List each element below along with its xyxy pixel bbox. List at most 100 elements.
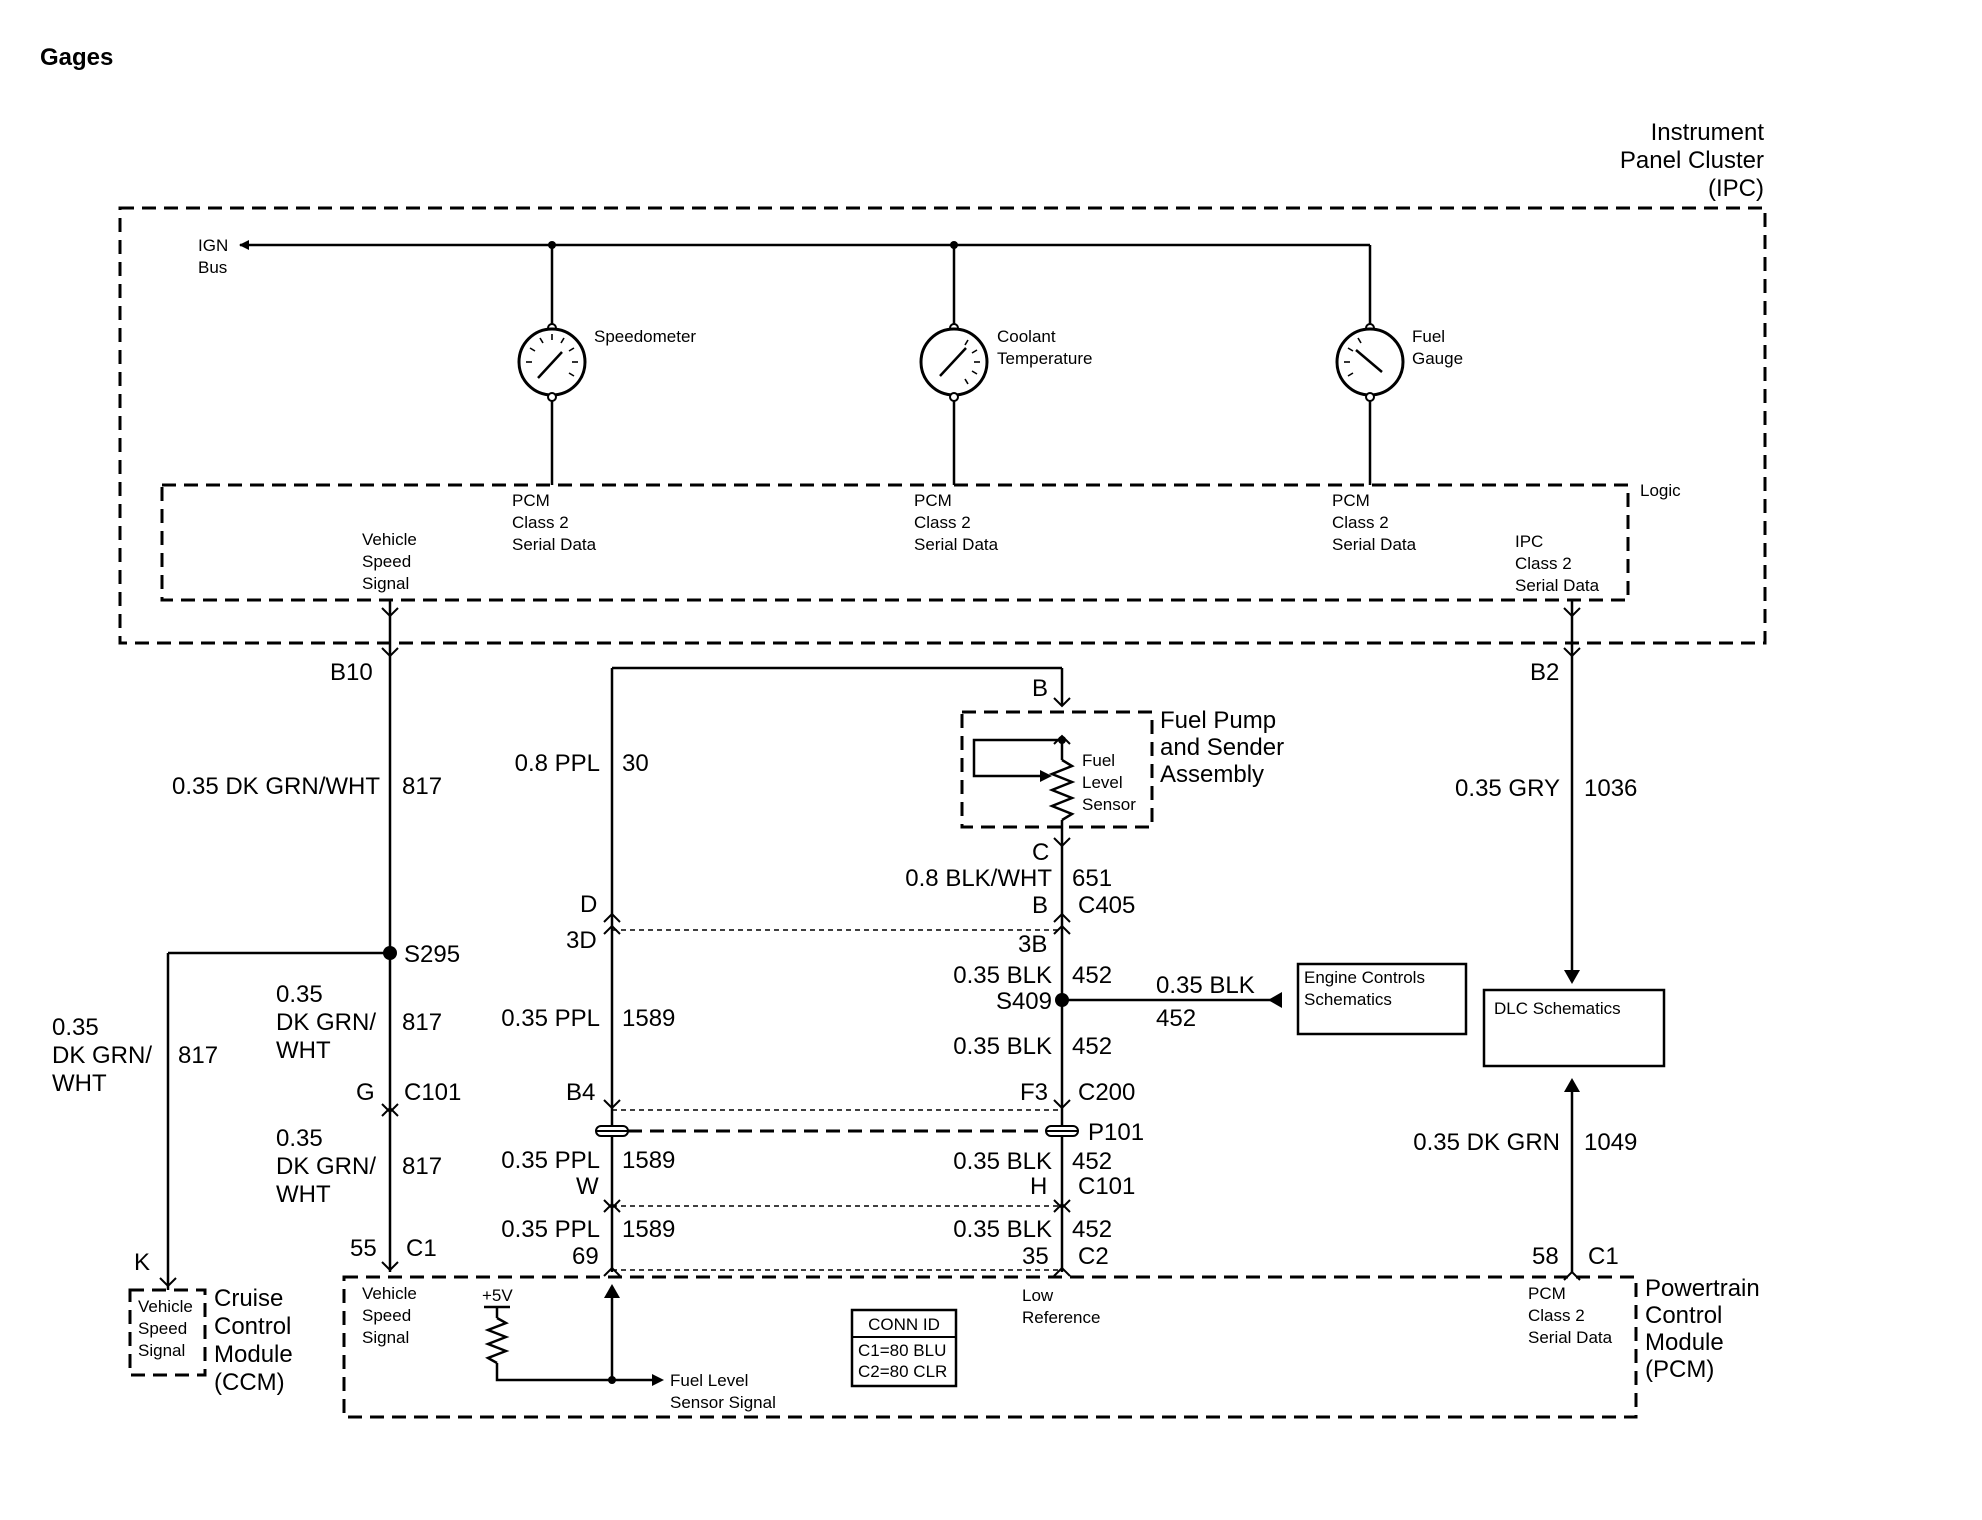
- wire-817b-line2: DK GRN/: [276, 1009, 376, 1036]
- fuel-level-signal-line1: Fuel Level: [670, 1371, 748, 1390]
- ccm-wire-line1: 0.35: [52, 1014, 99, 1041]
- ccm-vss-line3: Signal: [138, 1341, 185, 1360]
- ign-bus-label-line2: Bus: [198, 258, 227, 277]
- pcm-data-3-line1: PCM: [1332, 491, 1370, 510]
- pin-3b: 3B: [1018, 931, 1047, 958]
- pin-b-top: B: [1032, 675, 1048, 702]
- speedometer-gauge: Speedometer: [517, 245, 696, 485]
- wire-817c-line2: DK GRN/: [276, 1153, 376, 1180]
- wire-1036-serial-data: B2 0.35 GRY 1036: [1455, 600, 1637, 984]
- cruise-control-module: Vehicle Speed Signal Cruise Control Modu…: [128, 1285, 293, 1396]
- pin-b-c405: B: [1032, 892, 1048, 919]
- dlc-schematics-ref[interactable]: DLC Schematics: [1482, 988, 1666, 1068]
- ccm-name-line4: (CCM): [214, 1369, 285, 1396]
- fuel-pump-label-line3: Assembly: [1160, 761, 1264, 788]
- wire-452d-number: 452: [1072, 1216, 1112, 1243]
- ccm-wire-line3: WHT: [52, 1070, 107, 1097]
- pin-69: 69: [572, 1243, 599, 1270]
- pcm-data-2-line1: PCM: [914, 491, 952, 510]
- pcm-vss-line2: Speed: [362, 1306, 411, 1325]
- connector-c405: C405: [1078, 892, 1135, 919]
- wire-452c-number: 452: [1072, 1148, 1112, 1175]
- fuel-pump-label-line2: and Sender: [1160, 734, 1284, 761]
- pin-w: W: [576, 1173, 599, 1200]
- pcm-data-3-line3: Serial Data: [1332, 535, 1417, 554]
- wire-ppl-fuel-level: 0.8 PPL 30 D 3D 0.35 PPL 1589 B4 0.35 PP…: [501, 666, 1062, 1277]
- ipc-serial-data-line2: Class 2: [1515, 554, 1572, 573]
- ccm-wire-line2: DK GRN/: [52, 1042, 152, 1069]
- wire-452d-gauge: 0.35 BLK: [953, 1216, 1052, 1243]
- pcm-serial-data-line2: Class 2: [1528, 1306, 1585, 1325]
- wire-651-gauge: 0.8 BLK/WHT: [905, 865, 1052, 892]
- wire-817-gauge: 0.35 DK GRN/WHT: [172, 773, 380, 800]
- coolant-label-line2: Temperature: [997, 349, 1092, 368]
- wire-1049-number: 1049: [1584, 1129, 1637, 1156]
- pin-d: D: [580, 891, 597, 918]
- splice-s295: S295: [404, 941, 460, 968]
- pcm-name-line4: (PCM): [1645, 1356, 1714, 1383]
- ccm-vss-line1: Vehicle: [138, 1297, 193, 1316]
- ipc-name-line2: Panel Cluster: [1620, 147, 1764, 174]
- fuel-level-sensor-line3: Sensor: [1082, 795, 1136, 814]
- wire-817b-line1: 0.35: [276, 981, 323, 1008]
- ipc-vss-line3: Signal: [362, 574, 409, 593]
- pin-b2: B2: [1530, 659, 1559, 686]
- pin-g: G: [356, 1079, 375, 1106]
- pcm-vss-line1: Vehicle: [362, 1284, 417, 1303]
- ccm-wire-number: 817: [178, 1042, 218, 1069]
- wire-817c-line3: WHT: [276, 1181, 331, 1208]
- pcm-vss-line3: Signal: [362, 1328, 409, 1347]
- ipc-name-line3: (IPC): [1708, 175, 1764, 202]
- ipc-name-line1: Instrument: [1651, 119, 1765, 146]
- pcm-serial-data-line3: Serial Data: [1528, 1328, 1613, 1347]
- ccm-name-line3: Module: [214, 1341, 293, 1368]
- pcm-data-2-line2: Class 2: [914, 513, 971, 532]
- low-reference-line2: Reference: [1022, 1308, 1100, 1327]
- fuel-gauge: Fuel Gauge: [1335, 323, 1463, 485]
- wire-30-number: 30: [622, 750, 649, 777]
- wire-452a-gauge: 0.35 BLK: [953, 962, 1052, 989]
- connector-c2: C2: [1078, 1243, 1109, 1270]
- ign-bus-label-line1: IGN: [198, 236, 228, 255]
- ipc-vss-line2: Speed: [362, 552, 411, 571]
- wire-817-number: 817: [402, 773, 442, 800]
- engine-controls-label-line2: Schematics: [1304, 990, 1392, 1009]
- fuel-gauge-label-line2: Gauge: [1412, 349, 1463, 368]
- engine-controls-schematics-ref[interactable]: Engine Controls Schematics: [1296, 962, 1468, 1036]
- wire-30-gauge: 0.8 PPL: [515, 750, 600, 777]
- ipc-vss-line1: Vehicle: [362, 530, 417, 549]
- wire-1589b-gauge: 0.35 PPL: [501, 1147, 600, 1174]
- conn-id-c1: C1=80 BLU: [858, 1341, 946, 1360]
- fuel-gauge-label-line1: Fuel: [1412, 327, 1445, 346]
- wire-1036-gauge: 0.35 GRY: [1455, 775, 1560, 802]
- conn-id-c2: C2=80 CLR: [858, 1362, 947, 1381]
- ccm-name-line1: Cruise: [214, 1285, 283, 1312]
- splice-s409: S409: [996, 988, 1052, 1015]
- wire-1049-serial-data: 0.35 DK GRN 1049 58 C1: [1413, 1078, 1637, 1281]
- coolant-label-line1: Coolant: [997, 327, 1056, 346]
- pcm-serial-data-line1: PCM: [1528, 1284, 1566, 1303]
- wire-1049-gauge: 0.35 DK GRN: [1413, 1129, 1560, 1156]
- ccm-vss-line2: Speed: [138, 1319, 187, 1338]
- wire-452-side-gauge: 0.35 BLK: [1156, 972, 1255, 999]
- connector-c1a: C1: [406, 1235, 437, 1262]
- fuel-level-signal-line2: Sensor Signal: [670, 1393, 776, 1412]
- wire-452c-gauge: 0.35 BLK: [953, 1148, 1052, 1175]
- pin-c: C: [1032, 839, 1049, 866]
- connector-c200: C200: [1078, 1079, 1135, 1106]
- pin-35: 35: [1022, 1243, 1049, 1270]
- connector-p101: P101: [1088, 1119, 1144, 1146]
- wire-817-vss: B10 0.35 DK GRN/WHT 817 S295 0.35 DK GRN…: [172, 600, 461, 1272]
- pin-h: H: [1030, 1173, 1047, 1200]
- ipc-serial-data-line1: IPC: [1515, 532, 1543, 551]
- pcm-data-1-line1: PCM: [512, 491, 550, 510]
- wire-1589b-number: 1589: [622, 1147, 675, 1174]
- fuel-level-sensor-line2: Level: [1082, 773, 1123, 792]
- low-reference-line1: Low: [1022, 1286, 1054, 1305]
- wire-817-ccm-branch: 0.35 DK GRN/ WHT 817 K: [52, 951, 390, 1290]
- connector-c101a: C101: [404, 1079, 461, 1106]
- conn-id-title: CONN ID: [868, 1315, 940, 1334]
- pcm-data-3-line2: Class 2: [1332, 513, 1389, 532]
- ipc-serial-data-line3: Serial Data: [1515, 576, 1600, 595]
